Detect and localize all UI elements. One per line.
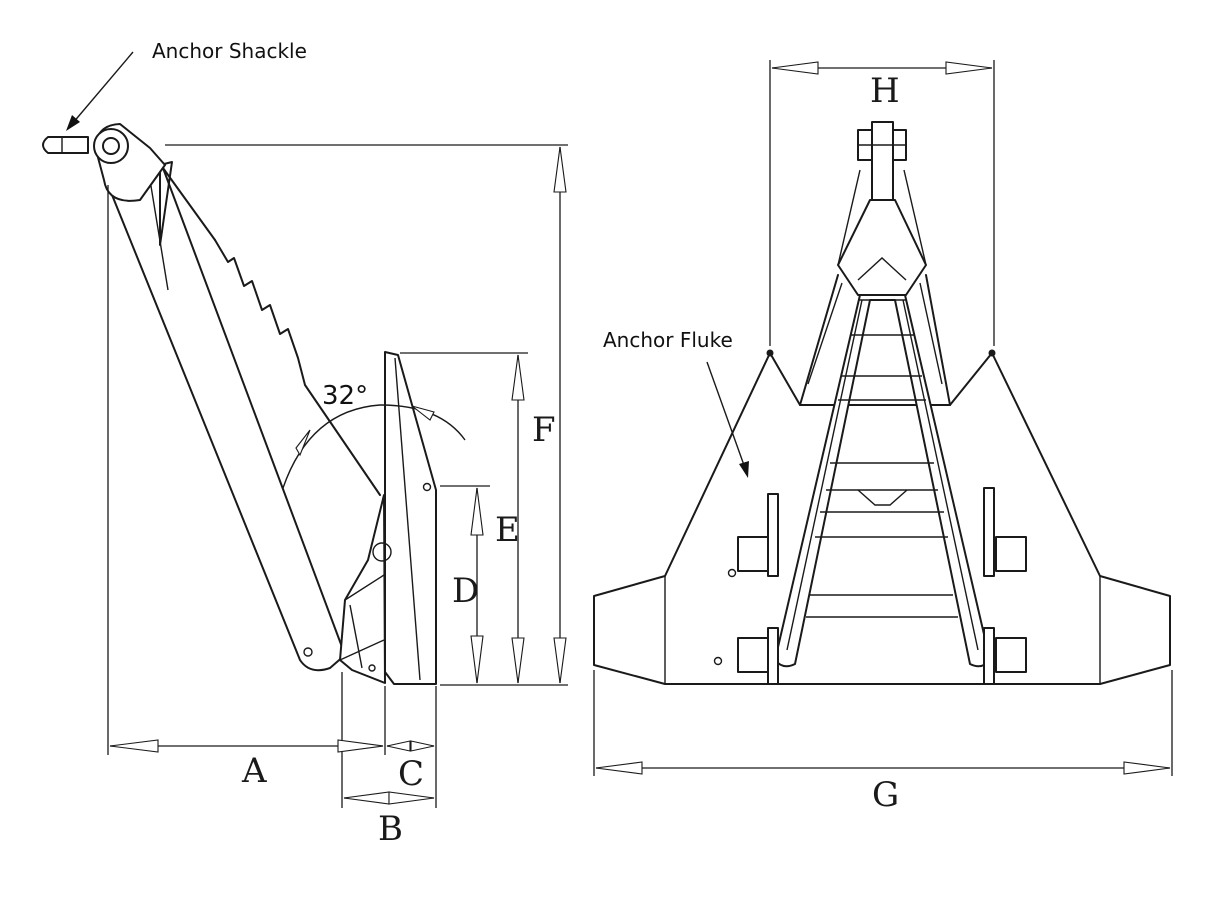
anchor-fluke-side: [339, 351, 437, 685]
callout-shackle-label: Anchor Shackle: [152, 39, 307, 63]
callout-fluke-label: Anchor Fluke: [603, 328, 733, 352]
anchor-head-front: [837, 121, 927, 296]
dimension-B: B: [343, 791, 435, 849]
dim-label-E: E: [495, 510, 520, 550]
dim-label-C: C: [398, 754, 424, 794]
dim-label-G: G: [872, 775, 899, 815]
dimension-E: E: [495, 354, 525, 684]
angle-indicator: 32°: [282, 381, 466, 489]
dim-label-F: F: [532, 410, 556, 450]
dim-label-H: H: [870, 71, 900, 111]
dimension-A: A: [109, 739, 384, 791]
dimension-G: G: [595, 761, 1171, 815]
dim-label-D: D: [452, 571, 479, 611]
callout-fluke: Anchor Fluke: [603, 328, 749, 478]
front-extension-lines: [593, 60, 1173, 776]
front-view: H G Anchor Fluke: [593, 60, 1173, 815]
dimension-D: D: [452, 487, 484, 684]
anchor-fluke-front: [593, 349, 1171, 685]
dim-label-B: B: [378, 809, 403, 849]
dimension-H: H: [771, 61, 993, 111]
angle-label: 32°: [322, 381, 368, 411]
dimension-C: C: [386, 740, 435, 794]
fluke-brackets: [737, 487, 1027, 685]
side-view: 32° A C B: [42, 39, 568, 849]
dimension-F: F: [532, 146, 567, 684]
dim-label-A: A: [241, 751, 267, 791]
anchor-shank-front: [774, 274, 991, 668]
anchor-shackle: [42, 123, 166, 202]
side-extension-lines: [107, 144, 568, 808]
callout-shackle: Anchor Shackle: [66, 39, 307, 131]
